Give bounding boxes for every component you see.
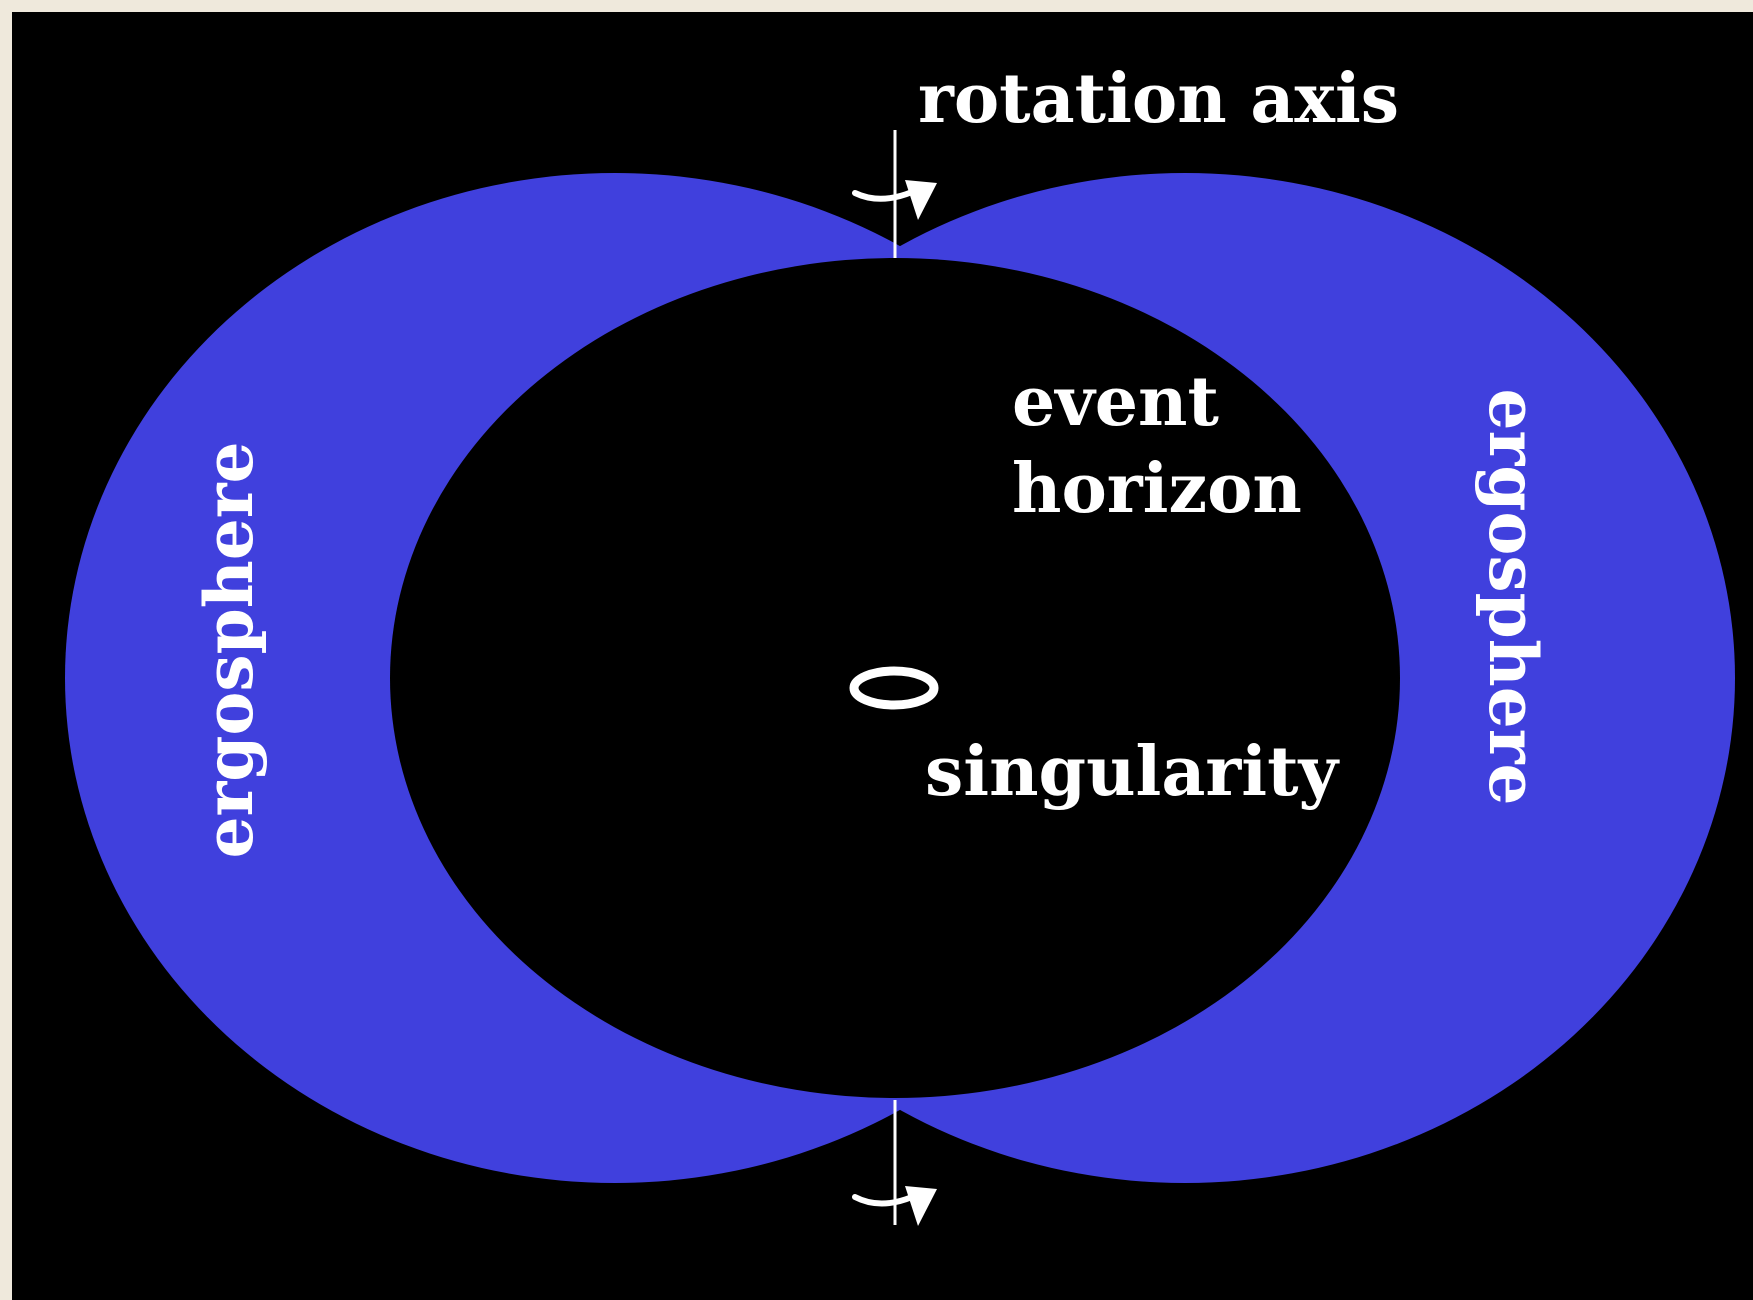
ergosphere-left-label: ergosphere [190, 442, 268, 859]
event-horizon-label-line2: horizon [1012, 449, 1302, 529]
rotation-axis-label: rotation axis [918, 59, 1399, 139]
ergosphere-right-label: ergosphere [1474, 389, 1552, 806]
event-horizon-label-line1: event [1012, 362, 1219, 442]
event-horizon-disc [390, 258, 1400, 1098]
singularity-label: singularity [925, 732, 1341, 812]
